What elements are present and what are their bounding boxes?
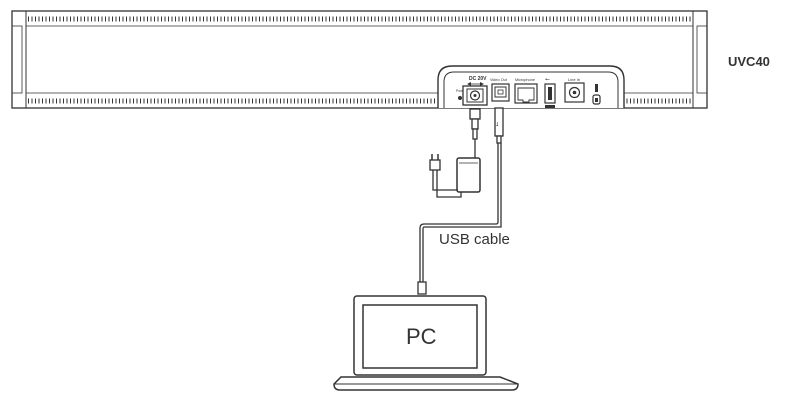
video-out-port[interactable]: Video Out	[490, 78, 510, 102]
usb-symbol-icon: ⭠	[545, 76, 550, 83]
power-indicator-icon	[458, 96, 462, 100]
usb-cable: ⭣	[417, 107, 504, 295]
microphone-label: Microphone	[515, 78, 535, 82]
line-in-port[interactable]: Line In	[564, 77, 585, 103]
power-adapter	[456, 157, 481, 193]
dc-port-label: DC 20V	[469, 76, 487, 82]
video-out-label: Video Out	[490, 78, 508, 82]
svg-text:⭣: ⭣	[496, 121, 499, 128]
dc-plug-icon	[469, 108, 481, 120]
power-cable	[429, 108, 481, 198]
pc-label: PC	[406, 324, 437, 349]
microphone-port[interactable]: Microphone	[514, 78, 538, 104]
usb-port[interactable]: ⭠	[544, 76, 556, 108]
line-in-label: Line In	[568, 77, 580, 82]
laptop-screen	[362, 304, 478, 369]
usb-cable-label: USB cable	[439, 231, 510, 248]
lock-slot-icon	[592, 84, 601, 105]
power-plug-icon	[429, 154, 441, 171]
dc-arrows-icon	[467, 82, 484, 86]
laptop	[333, 295, 519, 391]
power-label: Power	[456, 89, 466, 93]
model-label: UVC40	[728, 54, 770, 69]
dc-power-port[interactable]: DC 20V	[462, 76, 488, 106]
